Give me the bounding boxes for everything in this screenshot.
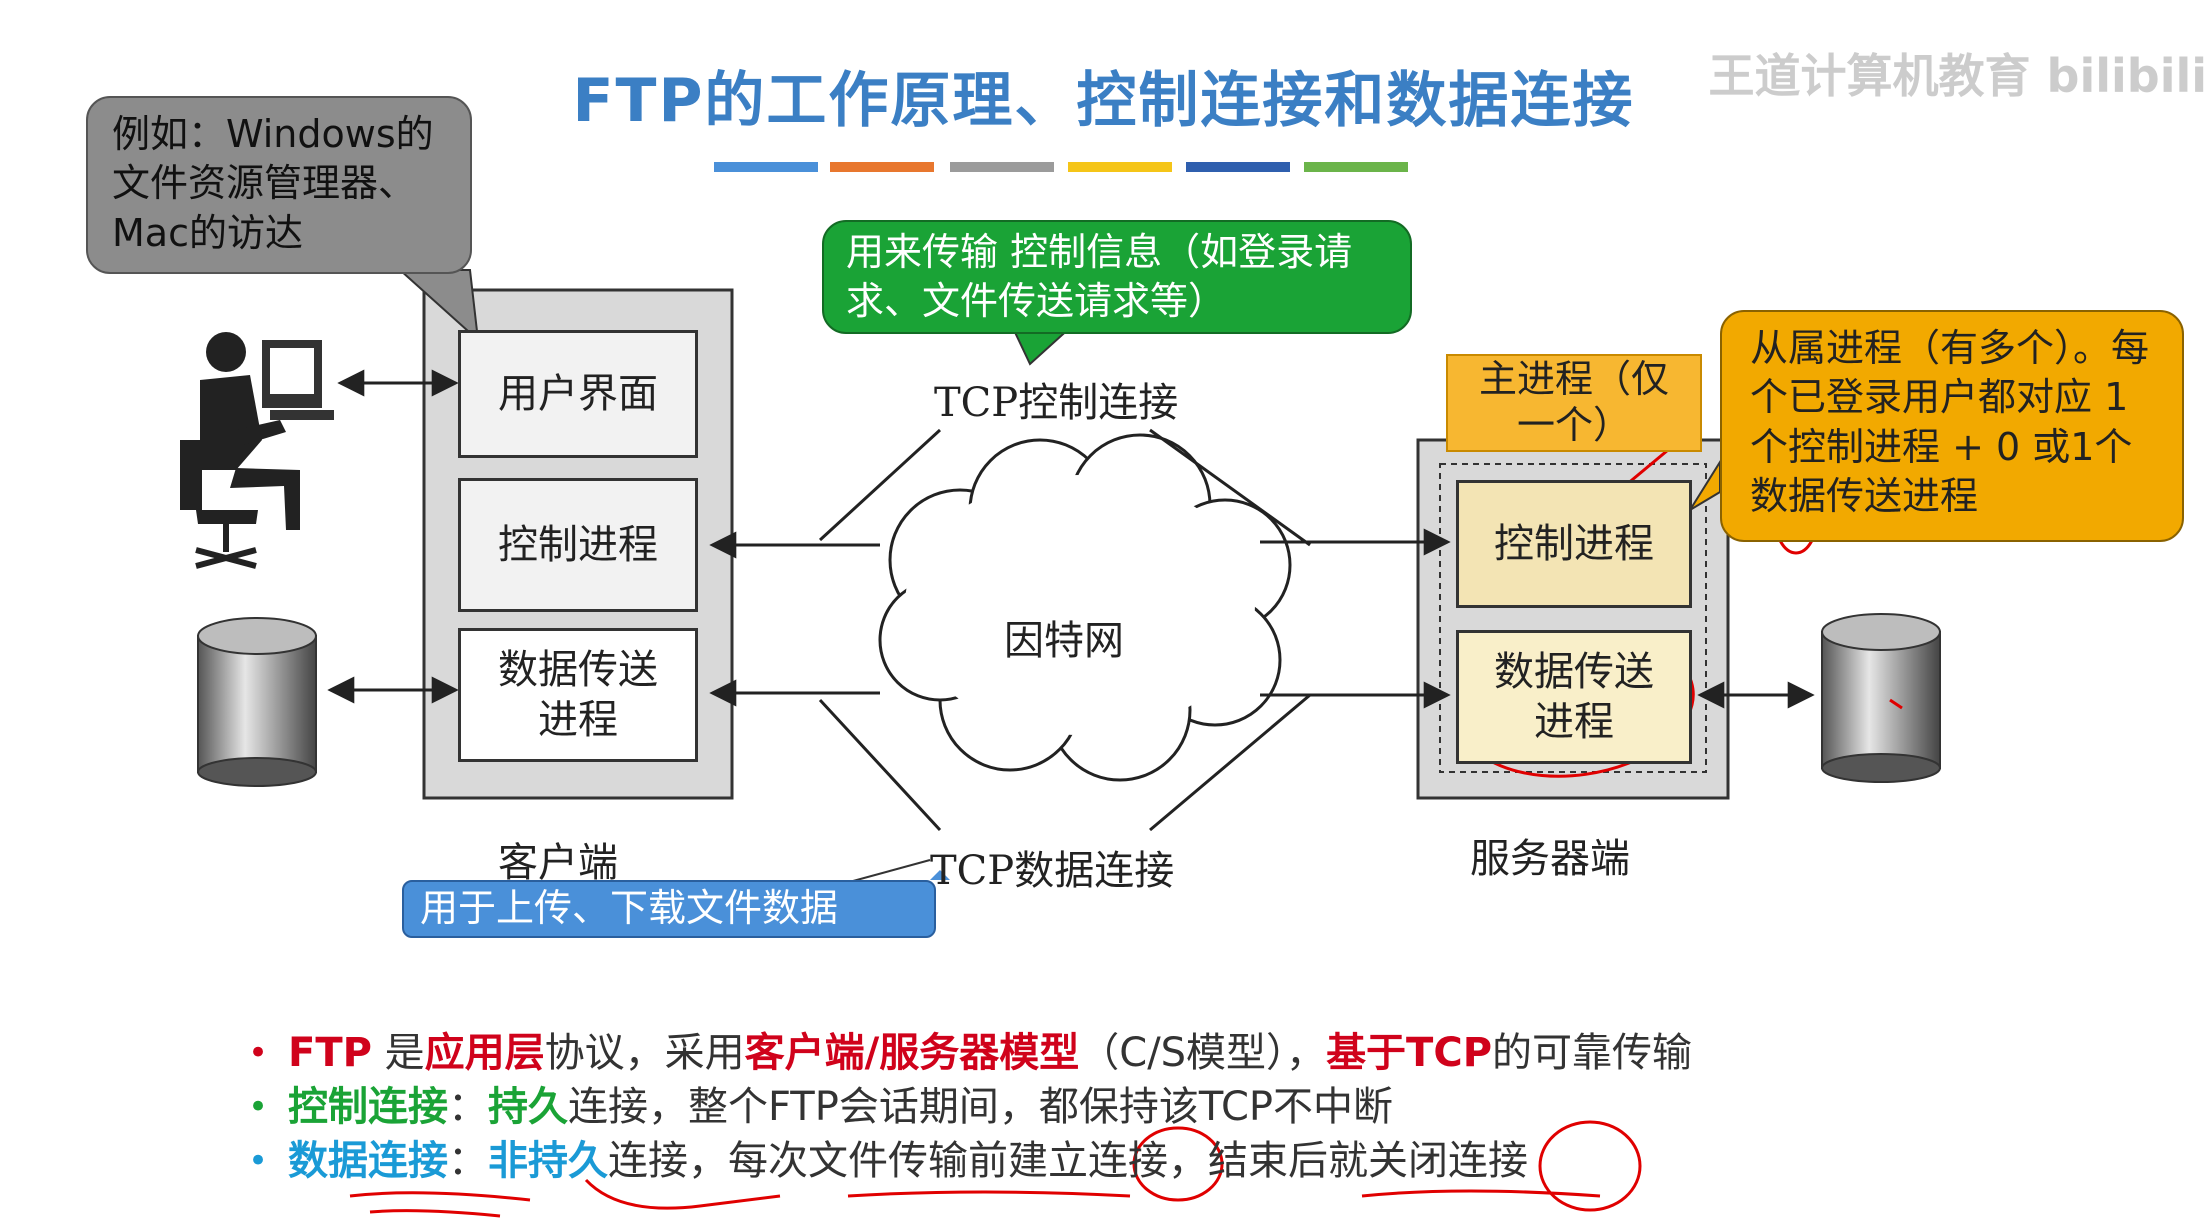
client-caption: 客户端: [498, 840, 618, 886]
client-data-process-label: 数据传送进程: [498, 647, 658, 743]
server-data-process-label: 数据传送进程: [1494, 649, 1654, 745]
bullet-text: （C/S模型），: [1079, 1030, 1327, 1076]
internet-label: 因特网: [1004, 618, 1124, 664]
title-underline-5: [1186, 162, 1290, 172]
title-underline-1: [714, 162, 818, 172]
slave-process-callout: 从属进程（有多个）。每个已登录用户都对应 1个控制进程 + 0 或1个数据传送进…: [1720, 310, 2184, 542]
title-underline-4: [1068, 162, 1172, 172]
client-ui-box: 用户界面: [458, 330, 698, 458]
bullet-ctrl-conn-term: 控制连接: [288, 1084, 448, 1130]
data-callout-tail: [930, 870, 950, 880]
bullet-ftp: • FTP 是应用层协议，采用客户端/服务器模型（C/S模型），基于TCP的可靠…: [248, 1026, 1693, 1080]
client-disk-icon: [197, 617, 317, 787]
bullet-text: 连接，每次文件传输前建立连接，结束后就关闭连接: [608, 1138, 1528, 1184]
bullet-text: ：: [448, 1138, 488, 1184]
tcp-data-connection-label: TCP数据连接: [930, 848, 1175, 894]
server-disk-icon: [1821, 613, 1941, 783]
bullet-text: 协议，采用: [544, 1030, 745, 1076]
watermark: 王道计算机教育 bilibili: [1708, 49, 2207, 103]
bullet-data-connection: • 数据连接：非持久连接，每次文件传输前建立连接，结束后就关闭连接: [248, 1134, 1692, 1188]
bullet-dot: •: [248, 1141, 269, 1181]
bullet-text: 是: [371, 1030, 425, 1076]
bullet-text: 的可靠传输: [1492, 1030, 1693, 1076]
client-data-process-box: 数据传送进程: [458, 628, 698, 762]
bullet-list: • FTP 是应用层协议，采用客户端/服务器模型（C/S模型），基于TCP的可靠…: [248, 1026, 1693, 1188]
client-control-process-box: 控制进程: [458, 478, 698, 612]
title-underline-6: [1304, 162, 1408, 172]
bullet-text: ：: [448, 1084, 488, 1130]
bullet-text: 连接，整个FTP会话期间，都保持该TCP不中断: [568, 1084, 1393, 1130]
title-underline-2: [830, 162, 934, 172]
bullet-control-connection: • 控制连接：持久连接，整个FTP会话期间，都保持该TCP不中断: [248, 1080, 1692, 1134]
server-data-process-box: 数据传送进程: [1456, 630, 1692, 764]
bullet-dot: •: [248, 1033, 269, 1073]
bullet-tcp-based: 基于TCP: [1326, 1030, 1493, 1076]
server-main-process-box: 主进程（仅一个）: [1446, 354, 1702, 452]
bullet-dot: •: [248, 1087, 269, 1127]
bullet-app-layer: 应用层: [424, 1030, 545, 1076]
tcp-control-connection-label: TCP控制连接: [934, 380, 1179, 426]
server-caption: 服务器端: [1470, 836, 1630, 882]
bullet-nonpersistent: 非持久: [488, 1138, 608, 1184]
data-use-callout: 用于上传、下载文件数据: [402, 880, 936, 938]
server-control-process-box: 控制进程: [1456, 480, 1692, 608]
tcp-connection-lines: [818, 428, 1311, 832]
client-example-callout: 例如：Windows的文件资源管理器、Mac的访达: [86, 96, 472, 274]
control-info-callout: 用来传输 控制信息（如登录请求、文件传送请求等）: [822, 220, 1412, 334]
server-main-process-label: 主进程（仅一个）: [1478, 357, 1669, 447]
server-dashed-frame: [1439, 463, 1707, 773]
bullet-ftp-term: FTP: [288, 1030, 372, 1076]
bullet-data-conn-term: 数据连接: [288, 1138, 448, 1184]
user-at-computer-icon: [180, 332, 334, 569]
bullet-persistent: 持久: [488, 1084, 568, 1130]
title-underline-3: [950, 162, 1054, 172]
page-title: FTP的工作原理、控制连接和数据连接: [572, 66, 1635, 136]
bullet-cs-model: 客户端/服务器模型: [744, 1030, 1080, 1076]
